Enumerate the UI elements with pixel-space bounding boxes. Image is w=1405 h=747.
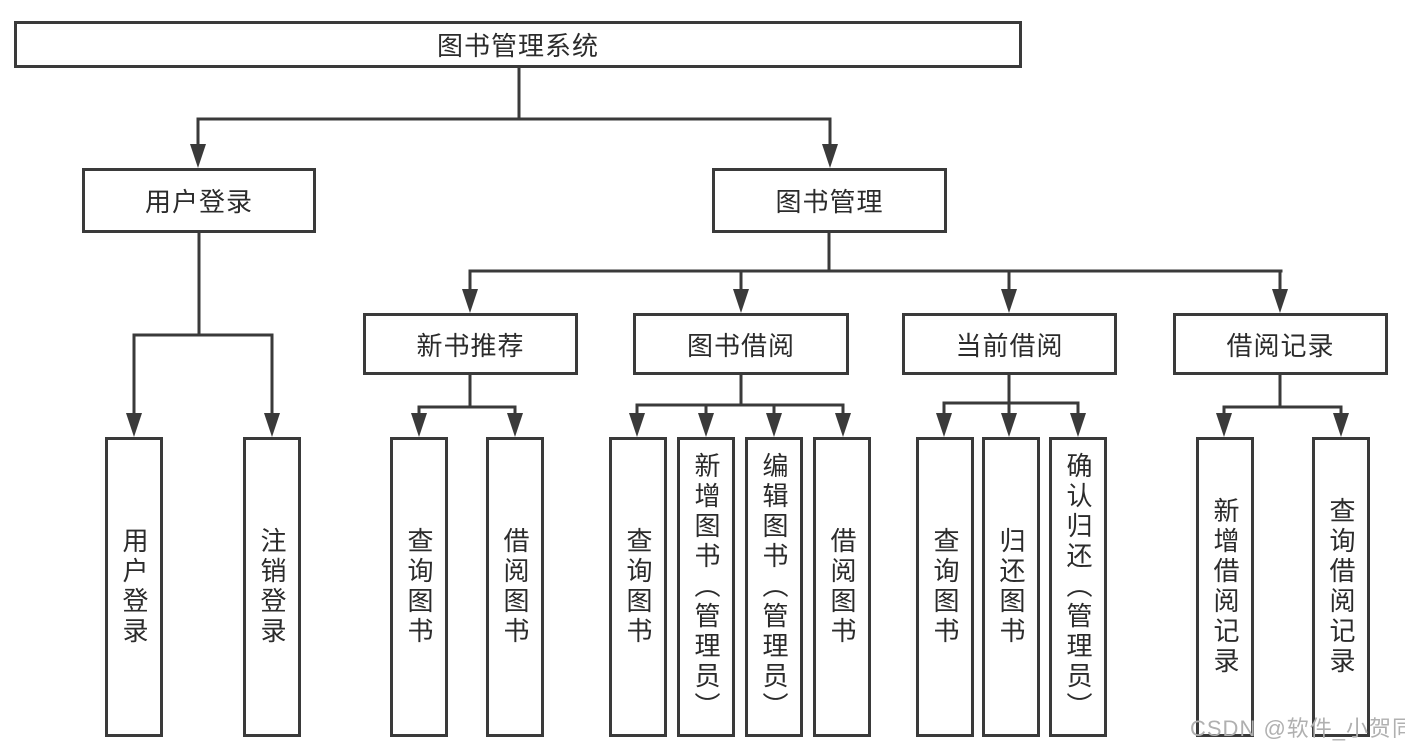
arrowheads (126, 144, 1349, 437)
node-user-login: 用户登录 (82, 168, 316, 233)
node-book-borrow: 图书借阅 (633, 313, 849, 375)
leaf-records-query: 查询借阅记录 (1312, 437, 1370, 737)
leaf-borrow-edit-admin: 编辑图书（管理员） (745, 437, 803, 737)
leaf-records-add: 新增借阅记录 (1196, 437, 1254, 737)
node-borrow-records: 借阅记录 (1173, 313, 1388, 375)
node-current-borrow: 当前借阅 (902, 313, 1117, 375)
leaf-borrow-add-admin: 新增图书（管理员） (677, 437, 735, 737)
leaf-borrow-query: 查询图书 (609, 437, 667, 737)
leaf-borrow-borrow: 借阅图书 (813, 437, 871, 737)
leaf-logout: 注销登录 (243, 437, 301, 737)
leaf-current-return: 归还图书 (982, 437, 1040, 737)
node-new-book-recommend: 新书推荐 (363, 313, 578, 375)
node-root: 图书管理系统 (14, 21, 1022, 68)
leaf-current-confirm-admin: 确认归还（管理员） (1049, 437, 1107, 737)
csdn-watermark: CSDN @软件_小贺同学 (1190, 716, 1405, 741)
node-book-management: 图书管理 (712, 168, 947, 233)
leaf-newbook-borrow: 借阅图书 (486, 437, 544, 737)
leaf-user-login: 用户登录 (105, 437, 163, 737)
leaf-current-query: 查询图书 (916, 437, 974, 737)
leaf-newbook-query: 查询图书 (390, 437, 448, 737)
